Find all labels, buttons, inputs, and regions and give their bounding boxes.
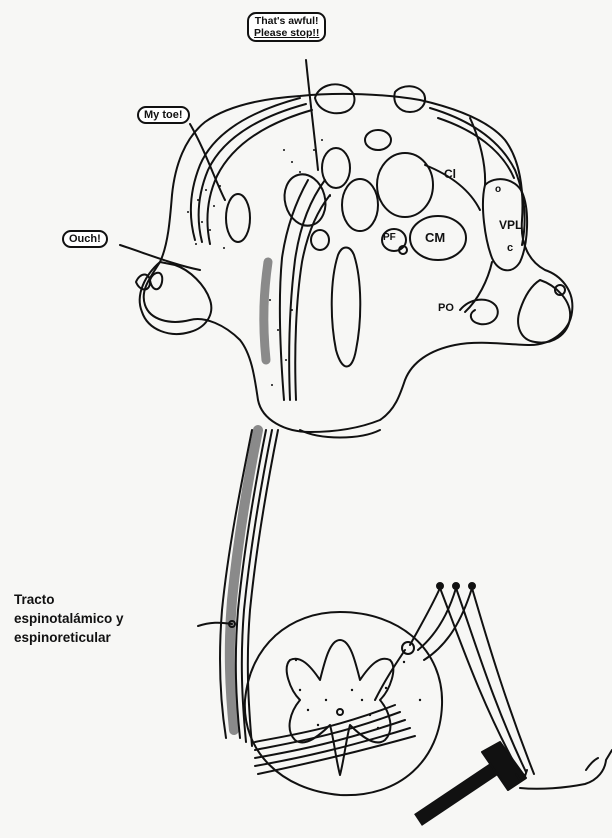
bubble-awful-line1: That's awful! [254,15,319,27]
left-lobe [140,262,212,334]
tract-label-line1: Tracto [14,590,124,609]
bubble-ouch: Ouch! [62,230,108,248]
bubble-my-toe: My toe! [137,106,190,124]
tract-label: Tracto espinotalámico y espinoreticular [14,590,124,647]
right-lobe [518,280,570,343]
tract-label-line2: espinotalámico y [14,609,124,628]
brain-outline [144,94,573,432]
label-cm: CM [425,230,445,245]
label-po: PO [438,302,454,314]
ascending-tract [198,430,278,746]
tract-gray-brain [264,262,268,360]
label-cl: Cl [444,167,456,181]
bubble-thats-awful: That's awful! Please stop!! [247,12,326,42]
foot-icon [516,750,612,789]
tract-label-line3: espinoreticular [14,628,124,647]
label-pf: PF [383,232,396,243]
label-c: c [507,242,513,254]
label-o: o [495,184,501,195]
label-vpl: VPL [499,218,522,232]
bubble-awful-line2: Please stop!! [254,27,319,39]
